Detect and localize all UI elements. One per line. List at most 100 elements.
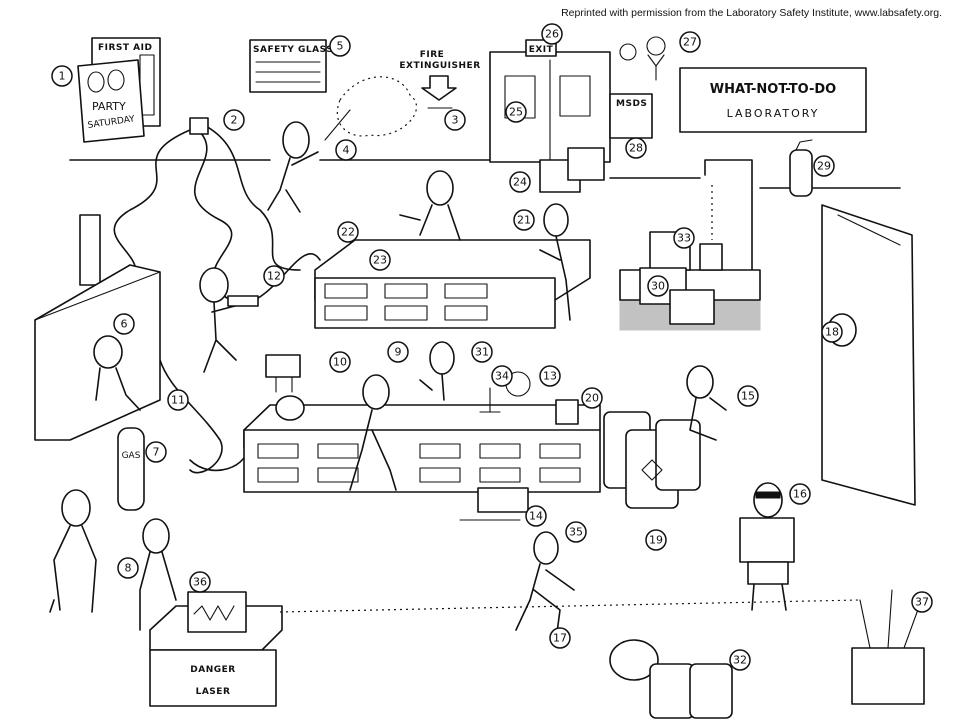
marker-21: 21	[513, 209, 535, 231]
gas-cylinder: GAS	[117, 427, 145, 511]
marker-35-text: 35	[569, 526, 583, 539]
marker-27-text: 27	[683, 36, 697, 49]
safety-glasses-label: SAFETY GLASSES	[253, 45, 347, 55]
marker-7: 7	[145, 441, 167, 463]
title-line-1: WHAT-NOT-TO-DO	[710, 82, 836, 97]
marker-8-text: 8	[125, 562, 132, 575]
marker-4: 4	[335, 139, 357, 161]
marker-26: 26	[541, 23, 563, 45]
marker-5: 5	[329, 35, 351, 57]
marker-27: 27	[679, 31, 701, 53]
marker-30-text: 30	[651, 280, 665, 293]
gas-label: GAS	[122, 451, 141, 461]
marker-9-text: 9	[395, 346, 402, 359]
marker-19: 19	[645, 529, 667, 551]
msds-label: MSDS	[616, 99, 647, 109]
marker-5-text: 5	[337, 40, 344, 53]
exit-label: EXIT	[529, 45, 554, 55]
marker-6: 6	[113, 313, 135, 335]
marker-17-text: 17	[553, 632, 567, 645]
spray-cloud	[324, 76, 417, 141]
title-sign: WHAT-NOT-TO-DO LABORATORY	[679, 67, 867, 133]
chemical-drums	[603, 411, 701, 509]
marker-36: 36	[189, 571, 211, 593]
danger-label: DANGER	[190, 665, 235, 675]
marker-24-text: 24	[513, 176, 527, 189]
marker-34-text: 34	[495, 370, 509, 383]
marker-11: 11	[167, 389, 189, 411]
marker-37: 37	[911, 591, 933, 613]
fire-label: FIRE	[420, 50, 445, 60]
front-bench	[243, 404, 601, 493]
fume-hood	[34, 214, 161, 441]
safety-glasses-cabinet: SAFETY GLASSES	[249, 39, 347, 93]
title-line-2: LABORATORY	[727, 107, 820, 120]
marker-14-text: 14	[529, 510, 543, 523]
marker-23-text: 23	[373, 254, 387, 267]
marker-2: 2	[223, 109, 245, 131]
marker-31: 31	[471, 341, 493, 363]
wall-lines	[69, 159, 901, 189]
marker-37-text: 37	[915, 596, 929, 609]
marker-1: 1	[51, 65, 73, 87]
fire-extinguisher-sign: FIRE EXTINGUISHER	[399, 50, 480, 109]
marker-22-text: 22	[341, 226, 355, 239]
marker-10: 10	[329, 351, 351, 373]
right-cabinet	[821, 204, 916, 506]
marker-18: 18	[821, 321, 843, 343]
marker-31-text: 31	[475, 346, 489, 359]
marker-17: 17	[549, 627, 571, 649]
center-bench	[314, 239, 591, 329]
exit-door: EXIT	[489, 39, 611, 163]
tubing-connector	[189, 117, 209, 135]
marker-19-text: 19	[649, 534, 663, 547]
person-16	[739, 482, 795, 611]
person-8	[139, 518, 177, 631]
marker-12: 12	[263, 265, 285, 287]
marker-8: 8	[117, 557, 139, 579]
first-aid-kit: FIRST AID PARTY SATURDAY	[77, 37, 161, 143]
marker-10-text: 10	[333, 356, 347, 369]
laser-cart: DANGER LASER	[149, 591, 283, 707]
marker-28-text: 28	[629, 142, 643, 155]
marker-11-text: 11	[171, 394, 185, 407]
marker-3-text: 3	[452, 114, 459, 127]
marker-29: 29	[813, 155, 835, 177]
marker-36-text: 36	[193, 576, 207, 589]
spilled-items-14	[459, 487, 529, 521]
marker-32: 32	[729, 649, 751, 671]
marker-13: 13	[539, 365, 561, 387]
marker-16: 16	[789, 483, 811, 505]
marker-24: 24	[509, 171, 531, 193]
marker-23: 23	[369, 249, 391, 271]
fire-extinguisher	[789, 139, 813, 197]
marker-25-text: 25	[509, 106, 523, 119]
person-31	[419, 341, 455, 401]
party-label: PARTY	[92, 100, 126, 113]
floor-drums	[609, 639, 733, 719]
marker-22: 22	[337, 221, 359, 243]
marker-15-text: 15	[741, 390, 755, 403]
first-aid-label: FIRST AID	[98, 43, 152, 53]
marker-14: 14	[525, 505, 547, 527]
marker-21-text: 21	[517, 214, 531, 227]
marker-29-text: 29	[817, 160, 831, 173]
marker-33-text: 33	[677, 232, 691, 245]
laser-label: LASER	[196, 687, 231, 697]
marker-25: 25	[505, 101, 527, 123]
marker-16-text: 16	[793, 488, 807, 501]
flask-20	[555, 399, 579, 425]
marker-3: 3	[444, 109, 466, 131]
person-21	[539, 203, 571, 321]
person-15	[686, 365, 727, 441]
boxes-near-door	[539, 147, 605, 193]
marker-20-text: 20	[585, 392, 599, 405]
laser-beam	[279, 599, 861, 613]
marker-12-text: 12	[267, 270, 281, 283]
coffee-maker	[265, 354, 305, 421]
person-lower-left	[49, 489, 97, 613]
marker-35: 35	[565, 521, 587, 543]
marker-28: 28	[625, 137, 647, 159]
marker-30: 30	[647, 275, 669, 297]
